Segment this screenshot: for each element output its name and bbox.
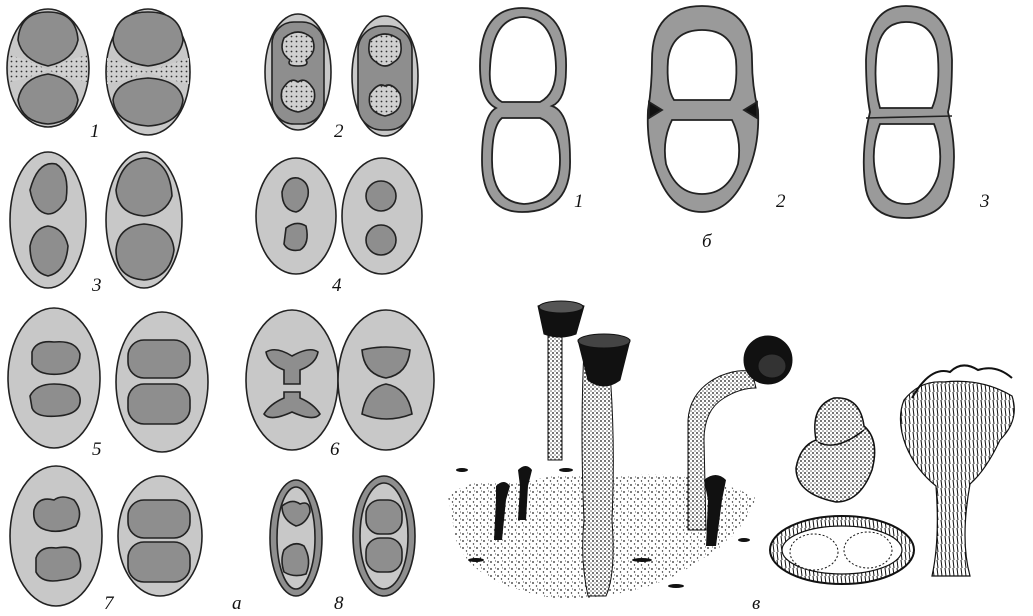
spore-a4-right <box>342 158 422 274</box>
spore-a3-label: 3 <box>92 276 102 295</box>
ascospore-detail <box>796 398 875 502</box>
spore-a1-right <box>106 9 190 135</box>
spore-a3-left <box>10 152 86 288</box>
spore-a4-left <box>256 158 336 274</box>
spore-a2-right <box>352 16 418 136</box>
spore-a6-right <box>338 310 434 450</box>
spore-b2-label: 2 <box>776 192 786 211</box>
spore-a2-label: 2 <box>334 122 344 141</box>
spore-a7-label: 7 <box>104 594 114 613</box>
spore-a1-label: 1 <box>90 122 100 141</box>
stalked-apothecium-left <box>538 301 584 460</box>
spore-a5-right <box>116 312 208 452</box>
spore-b3 <box>864 6 954 218</box>
spore-a5-left <box>8 308 100 448</box>
panel-v-letter: в <box>752 594 760 613</box>
spore-a8-left <box>270 480 322 596</box>
panel-b-letter: б <box>702 232 712 251</box>
spore-b3-label: 3 <box>980 192 990 211</box>
spore-a3-right <box>106 152 182 288</box>
panel-a-letter: а <box>232 594 242 613</box>
panel-b-spores <box>480 6 954 218</box>
spore-a7-right <box>118 476 202 596</box>
panel-a-spores <box>7 9 434 606</box>
panel-v-fungi <box>448 301 1014 599</box>
hairy-apothecium <box>900 365 1014 576</box>
spore-cross-section <box>770 516 914 584</box>
spore-a8-right <box>353 476 415 596</box>
spore-a5-label: 5 <box>92 440 102 459</box>
spore-a8-label: 8 <box>334 594 344 613</box>
spore-a6-left <box>246 310 338 450</box>
spore-b1-label: 1 <box>574 192 584 211</box>
spore-a6-label: 6 <box>330 440 340 459</box>
spore-b1 <box>480 8 570 212</box>
spore-b2 <box>648 6 758 212</box>
spore-a1-left <box>7 9 89 127</box>
spore-a4-label: 4 <box>332 276 342 295</box>
spore-a7-left <box>10 466 102 606</box>
spore-a2-left <box>265 14 331 130</box>
